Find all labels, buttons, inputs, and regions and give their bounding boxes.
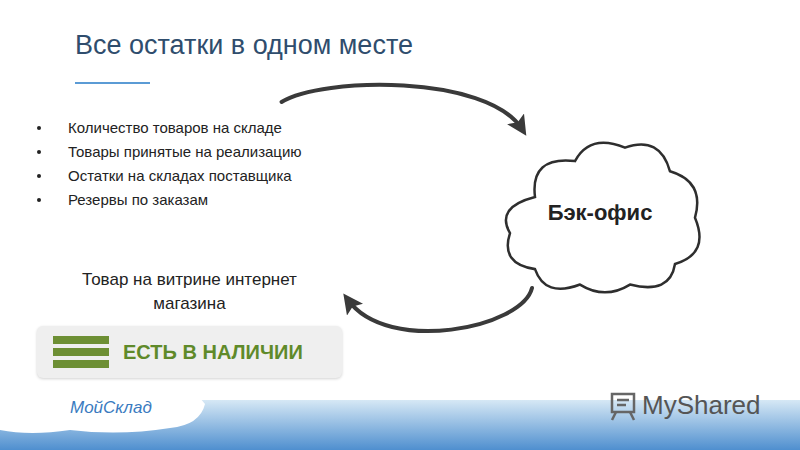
watermark-icon — [612, 394, 634, 420]
stock-badge: ЕСТЬ В НАЛИЧИИ — [37, 326, 342, 378]
bullet-item: Резервы по заказам — [35, 188, 302, 212]
slide-title: Все остатки в одном месте — [75, 30, 413, 61]
stock-bars-icon — [53, 336, 109, 368]
logo-cloud — [0, 379, 205, 433]
title-underline — [75, 82, 150, 84]
watermark: MyShared — [642, 390, 761, 421]
logo-text: МойСклад — [70, 398, 152, 418]
bullet-item: Остатки на складах поставщика — [35, 164, 302, 188]
stock-bar — [53, 360, 109, 368]
shelf-heading: Товар на витрине интернет магазина — [55, 268, 325, 316]
stock-bar — [53, 348, 109, 356]
cloud-label: Бэк-офис — [548, 200, 653, 226]
bullet-item: Количество товаров на складе — [35, 116, 302, 140]
cloud-shape — [506, 143, 700, 293]
bullet-item: Товары принятые на реализацию — [35, 140, 302, 164]
list-node: Количество товаров на складеТовары приня… — [35, 100, 302, 212]
stock-status: ЕСТЬ В НАЛИЧИИ — [123, 341, 303, 364]
bullet-list: Количество товаров на складеТовары приня… — [35, 116, 302, 212]
curved-arrow — [282, 85, 522, 129]
stock-bar — [53, 336, 109, 344]
stock-node: Товар на витрине интернет магазинаЕСТЬ В… — [37, 268, 342, 378]
cloud-node: Бэк-офис — [490, 125, 710, 300]
curved-arrow — [348, 288, 532, 331]
